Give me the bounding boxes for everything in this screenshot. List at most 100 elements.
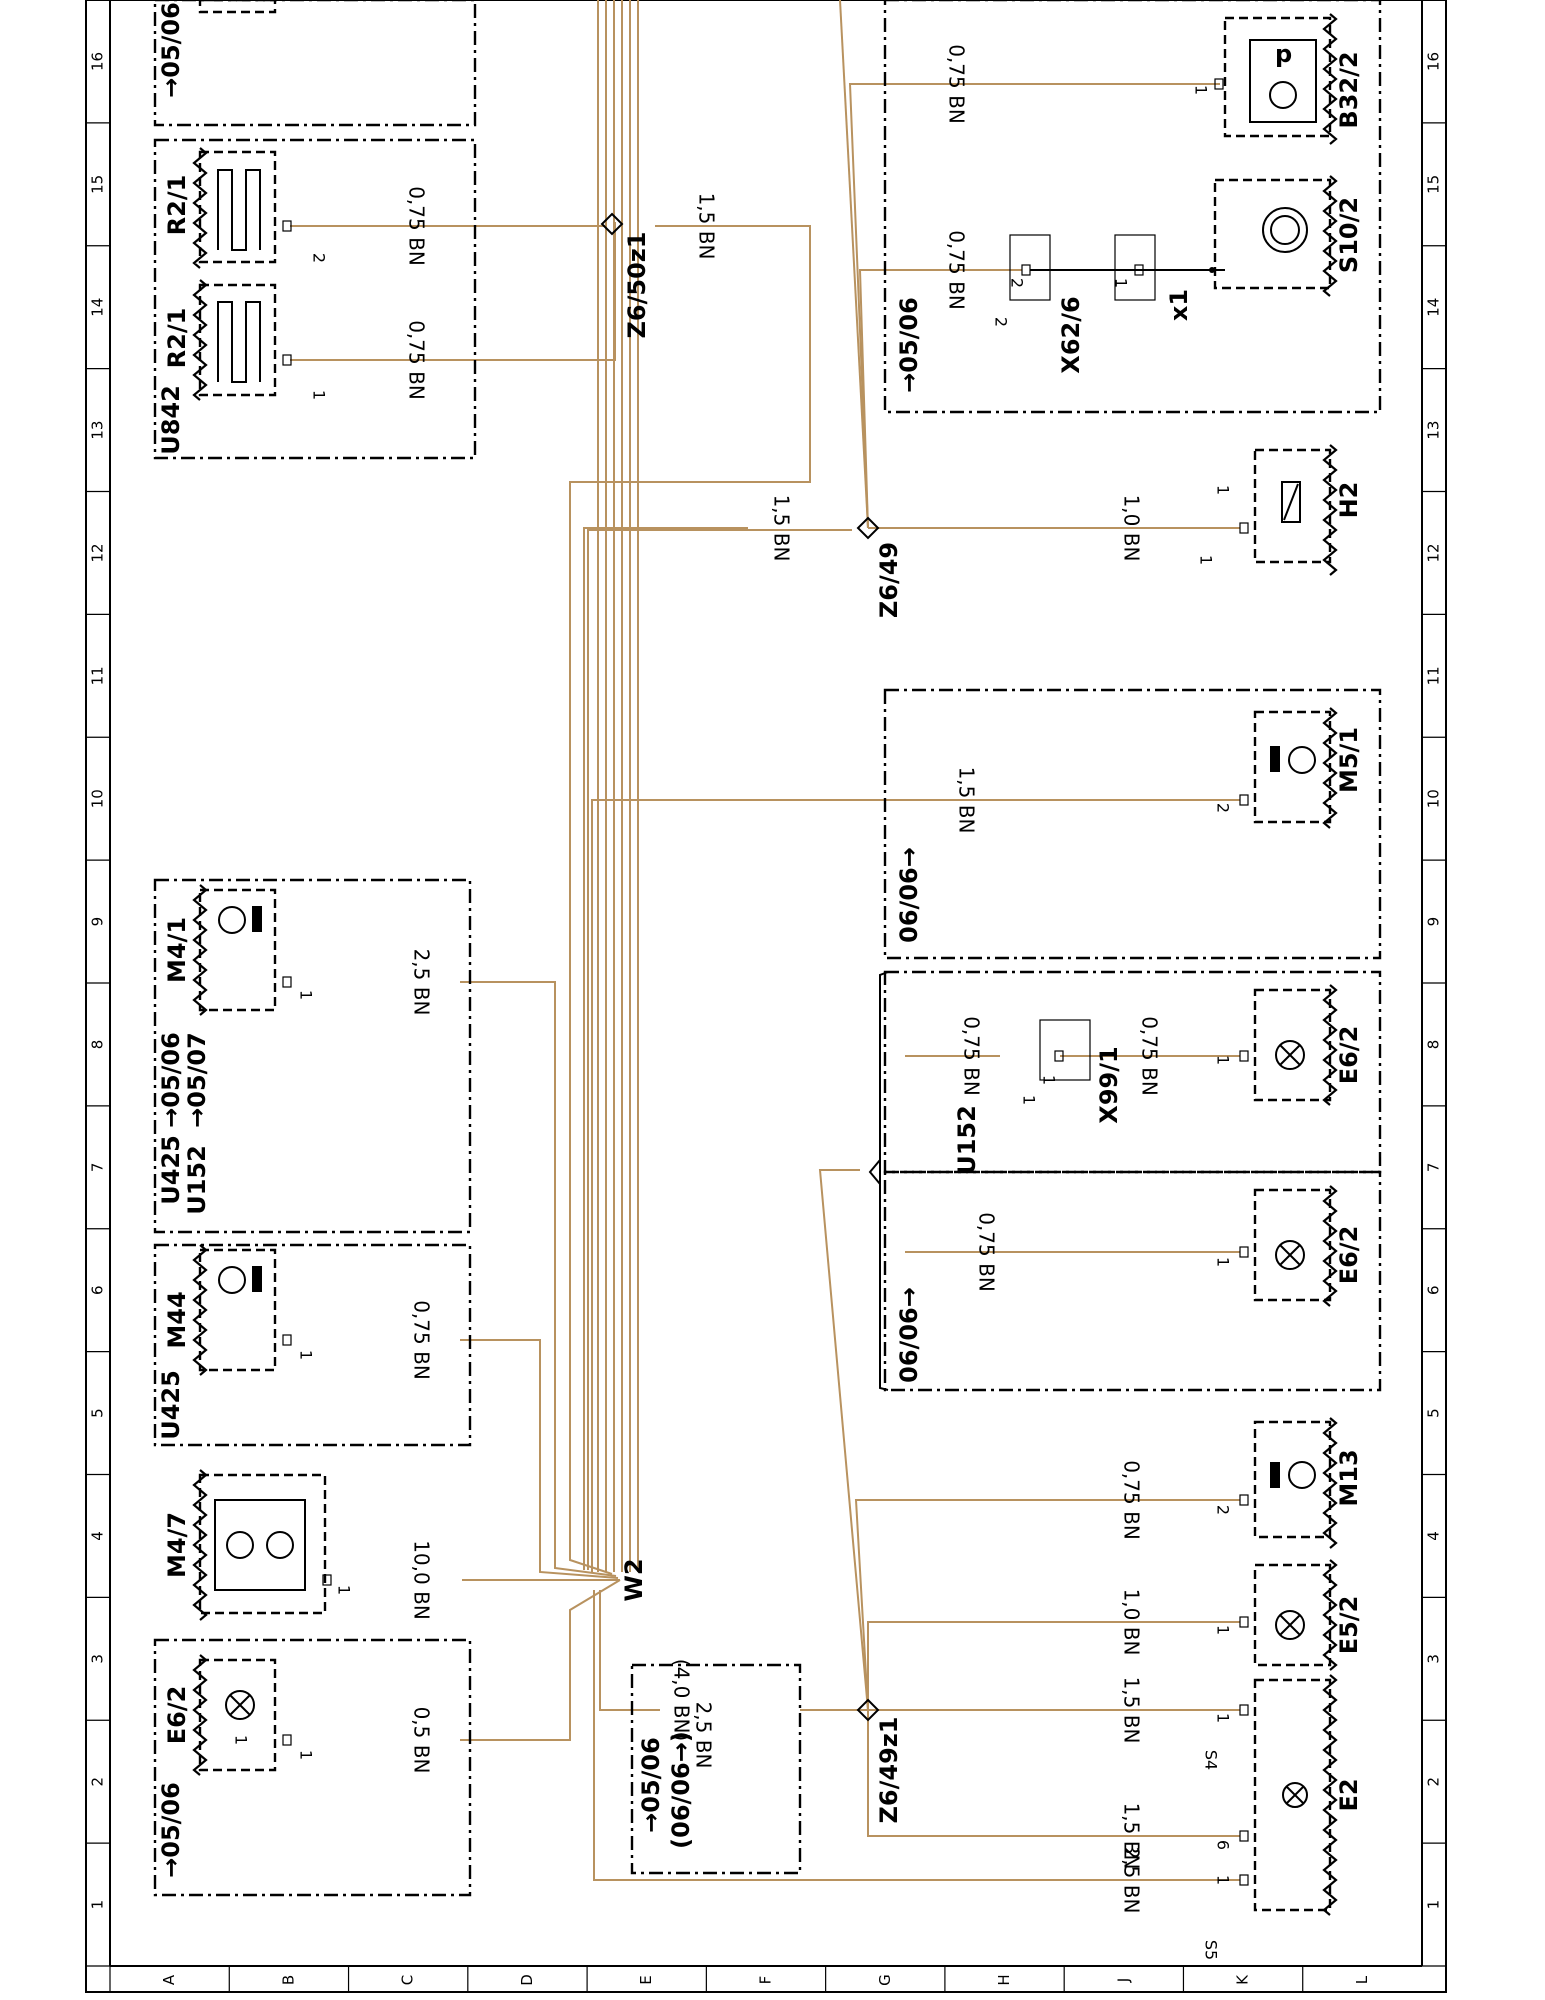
- variant-label: U425: [157, 1370, 185, 1440]
- wire-label: 2,5 BN: [692, 1702, 716, 1769]
- pin-label: S4: [1202, 1750, 1221, 1770]
- pin-label: 1: [1112, 278, 1131, 288]
- grid-row-label: 16: [1425, 52, 1443, 71]
- pin-label: 1: [232, 1735, 251, 1745]
- component-label: X62/6: [1057, 296, 1085, 373]
- grid-row-label: 3: [1425, 1654, 1443, 1664]
- grid-row-label: 3: [89, 1654, 107, 1664]
- grid-row-label: 11: [1425, 666, 1443, 685]
- validity-label: →05/06: [157, 1782, 185, 1878]
- component-housings: [192, 13, 1338, 1916]
- wire-label: 1,0 BN: [1120, 495, 1144, 562]
- grid-row-label: 9: [89, 917, 107, 927]
- pin-label: 1: [1214, 1625, 1233, 1635]
- wire-label: 0,75 BN: [945, 230, 969, 310]
- pin-label: 1: [335, 1585, 354, 1595]
- grid-row-label: 14: [1425, 298, 1443, 317]
- pin-label: 2: [310, 253, 329, 263]
- validity-label: →05/06: [637, 1737, 665, 1833]
- grid-row-label: 2: [1425, 1777, 1443, 1787]
- component-label: S10/2: [1335, 197, 1363, 273]
- validity-label: 06/06→: [895, 1287, 923, 1383]
- grid-row-label: 13: [1425, 421, 1443, 440]
- grid-row-label: 15: [89, 175, 107, 194]
- component-label: E2: [1335, 1778, 1363, 1811]
- grid-row-label: 4: [89, 1531, 107, 1541]
- wire-label: 1,5 BN: [1120, 1677, 1144, 1744]
- wire-label: 2,5 BN: [1120, 1847, 1144, 1914]
- component-label: R2/1: [163, 308, 191, 369]
- grid-row-label: 6: [89, 1285, 107, 1295]
- wire-label: 0,75 BN: [405, 186, 429, 266]
- wire-label: 0,5 BN: [410, 1707, 434, 1774]
- grid-row-label: 5: [1425, 1408, 1443, 1418]
- component-label: E6/2: [1335, 1226, 1363, 1285]
- pin-label: 6: [1214, 1840, 1233, 1850]
- grid-row-label: 1: [89, 1900, 107, 1910]
- component-label: E6/2: [1335, 1026, 1363, 1085]
- grid-row-label: 7: [1425, 1163, 1443, 1173]
- pin-label: 1: [1192, 85, 1211, 95]
- grid-row-label: 12: [1425, 543, 1443, 562]
- grid-row-label: 6: [1425, 1285, 1443, 1295]
- pin-label: 1: [1214, 1055, 1233, 1065]
- validity-label: →05/07: [183, 1032, 211, 1128]
- wire-label: 10,0 BN: [410, 1540, 434, 1620]
- variant-label: U152: [183, 1145, 211, 1215]
- grid-row-label: 12: [89, 543, 107, 562]
- grid-row-label: 10: [1425, 789, 1443, 808]
- wire-label: 0,75 BN: [410, 1300, 434, 1380]
- component-label: E6/2: [163, 1686, 191, 1745]
- variant-boxes: [153, 0, 1382, 1897]
- pin-label: 2: [1008, 278, 1027, 288]
- pin-label: 1: [1214, 485, 1233, 495]
- component-label: B32/2: [1335, 51, 1363, 128]
- pin-label: 1: [297, 1350, 316, 1360]
- grid-row-label: 5: [89, 1408, 107, 1418]
- grid-col-label: G: [876, 1974, 894, 1986]
- grid-row-label: 15: [1425, 175, 1443, 194]
- grid-col-label: B: [279, 1975, 297, 1985]
- component-label: M4/7: [163, 1512, 191, 1578]
- svg-text:p: p: [1275, 40, 1292, 68]
- grid-row-label: 14: [89, 298, 107, 317]
- wire-label: (4,0 BN): [670, 1659, 694, 1741]
- wire-label: 0,75 BN: [960, 1016, 984, 1096]
- labels: E6/2M4/7M44M4/1R2/1R2/1E2E5/2M13E6/2E6/2…: [157, 2, 1363, 1960]
- grid-col-label: L: [1353, 1975, 1371, 1984]
- wire-label: 0,75 BN: [945, 44, 969, 124]
- component-label: M5/1: [1335, 727, 1363, 793]
- pin-label: 1: [1214, 1257, 1233, 1267]
- pin-label: 1: [297, 990, 316, 1000]
- pin-label: 2: [1214, 803, 1233, 813]
- wire-label: 1,5 BN: [770, 495, 794, 562]
- variant-label: U152: [953, 1105, 981, 1175]
- splice-label: W2: [620, 1558, 648, 1601]
- grid-row-label: 7: [89, 1163, 107, 1173]
- variant-label: U842: [157, 385, 185, 455]
- grid-ticks: [86, 122, 1446, 1992]
- splice-nodes: [600, 212, 880, 1722]
- wire-label: 0,75 BN: [1120, 1460, 1144, 1540]
- wire-label: 1,5 BN: [955, 767, 979, 834]
- splice-label: Z6/49: [875, 542, 903, 618]
- wire-label: 1,0 BN: [1120, 1589, 1144, 1656]
- pin-label: 2: [1214, 1505, 1233, 1515]
- pin-label: 1: [1197, 555, 1216, 565]
- wire-label: 0,75 BN: [1138, 1016, 1162, 1096]
- pin-label: 1: [1020, 1095, 1039, 1105]
- variant-label: U425: [157, 1135, 185, 1205]
- grid-row-label: 1: [1425, 1900, 1443, 1910]
- grid-col-label: K: [1234, 1974, 1252, 1985]
- component-label: M4/1: [163, 917, 191, 983]
- component-label: M44: [163, 1291, 191, 1348]
- wire-label: 0,75 BN: [975, 1212, 999, 1292]
- grid-row-label: 16: [89, 52, 107, 71]
- pin-label: 1: [310, 390, 329, 400]
- wire-label: 2,5 BN: [410, 949, 434, 1016]
- pin-label: 1: [297, 1750, 316, 1760]
- component-label: X99/1: [1095, 1046, 1123, 1123]
- grid-col-label: D: [518, 1974, 536, 1986]
